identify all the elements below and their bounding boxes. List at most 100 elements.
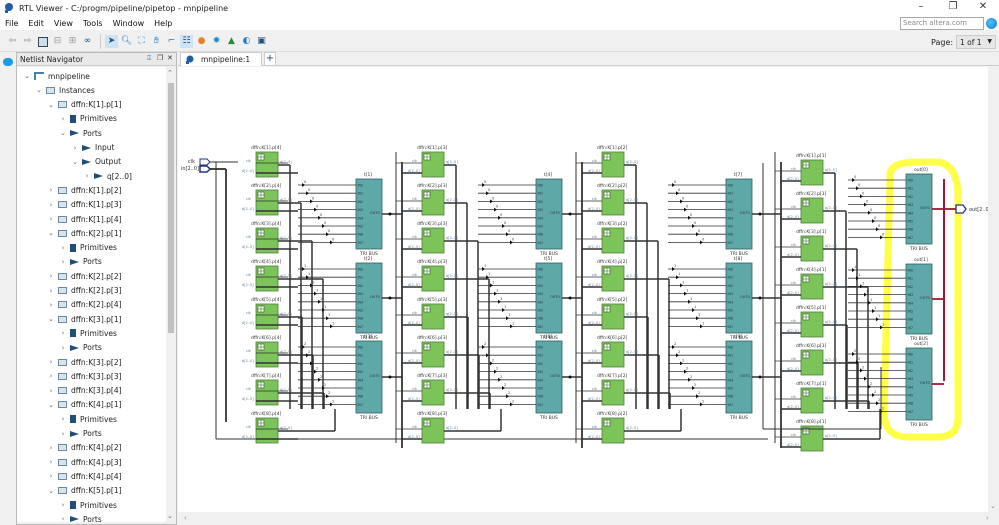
tree-item[interactable]: ›dffn:K[2].p[3] xyxy=(47,284,122,298)
scroll-right-icon[interactable]: › xyxy=(986,514,989,522)
menu-window[interactable]: Window xyxy=(112,18,145,28)
color-icon[interactable]: ● xyxy=(197,36,206,46)
chevron-down-icon[interactable]: ⌄ xyxy=(36,86,42,95)
fit-window-icon[interactable] xyxy=(36,35,49,48)
menu-view[interactable]: View xyxy=(53,18,73,28)
tree-item[interactable]: ›dffn:K[4].p[3] xyxy=(47,455,122,469)
tree-item[interactable]: ›dffn:K[1].p[2] xyxy=(47,183,122,197)
tree-item[interactable]: ›dffn:K[4].p[4] xyxy=(47,469,122,483)
pin-icon[interactable]: ⍗ xyxy=(147,54,152,62)
tree-item[interactable]: ›Primitives xyxy=(59,326,117,340)
close-icon[interactable]: ✕ xyxy=(167,54,173,62)
chevron-right-icon[interactable]: › xyxy=(49,272,53,281)
chevron-right-icon[interactable]: › xyxy=(49,200,53,209)
restore-button[interactable]: ❐ xyxy=(948,1,958,12)
tree-item[interactable]: ›Primitives xyxy=(59,112,117,126)
float-icon[interactable]: ❐ xyxy=(157,54,164,62)
chevron-right-icon[interactable]: › xyxy=(49,458,53,467)
tree-item[interactable]: ›dffn:K[3].p[2] xyxy=(47,355,122,369)
select-icon[interactable]: ➤ xyxy=(105,35,118,48)
scroll-up-icon[interactable]: ⌃ xyxy=(167,69,173,77)
chevron-right-icon[interactable]: › xyxy=(49,286,53,295)
tree-item[interactable]: ›dffn:K[2].p[4] xyxy=(47,298,122,312)
tree-item[interactable]: ⌄Ports xyxy=(59,126,102,140)
forward-icon[interactable]: ⇨ xyxy=(23,36,32,46)
chevron-down-icon[interactable]: ⌄ xyxy=(48,229,54,238)
chevron-down-icon[interactable]: ⌄ xyxy=(48,486,54,495)
tree-item[interactable]: ›dffn:K[2].p[2] xyxy=(47,269,122,283)
chevron-right-icon[interactable]: › xyxy=(61,257,65,266)
tree-item[interactable]: ⌄Output xyxy=(71,155,121,169)
page-select[interactable]: 1 of 1▼ xyxy=(956,35,996,49)
chevron-down-icon[interactable]: ⌄ xyxy=(72,157,78,166)
minimize-button[interactable]: – xyxy=(918,1,924,12)
search-input[interactable]: Search altera.com xyxy=(900,17,984,30)
tree-item[interactable]: ⌄Instances xyxy=(35,83,95,97)
tree-item[interactable]: ›Input xyxy=(71,141,115,155)
tree-item[interactable]: ⌄dffn:K[2].p[1] xyxy=(47,226,121,240)
canvas-vertical-scrollbar[interactable]: ⌄ xyxy=(988,67,999,512)
tree-item[interactable]: ›q[2..0] xyxy=(83,169,132,183)
chat-icon[interactable] xyxy=(3,58,13,66)
tree-item[interactable]: ⌄mnpipeline xyxy=(23,69,90,83)
tree-item[interactable]: ›Primitives xyxy=(59,498,117,512)
chevron-right-icon[interactable]: › xyxy=(61,501,65,509)
chevron-right-icon[interactable]: › xyxy=(49,215,53,223)
back-icon[interactable]: ⇦ xyxy=(8,36,17,46)
chevron-right-icon[interactable]: › xyxy=(61,243,65,252)
chevron-right-icon[interactable]: › xyxy=(61,515,65,522)
chevron-down-icon[interactable]: ⌄ xyxy=(48,315,54,324)
settings-icon[interactable]: ✹ xyxy=(212,36,221,46)
chevron-right-icon[interactable]: › xyxy=(61,329,65,338)
canvas-horizontal-scrollbar[interactable]: ‹ › xyxy=(178,512,999,525)
filter-icon[interactable]: ◐ xyxy=(242,36,251,46)
zoom-icon[interactable]: 🔍︎ xyxy=(120,36,133,46)
chevron-right-icon[interactable]: › xyxy=(49,358,53,366)
menu-tools[interactable]: Tools xyxy=(82,18,103,28)
chevron-right-icon[interactable]: › xyxy=(85,172,89,181)
tree-item[interactable]: ›dffn:K[1].p[4] xyxy=(47,212,122,226)
chevron-down-icon[interactable]: ⌄ xyxy=(24,72,30,80)
tree-item[interactable]: ⌄dffn:K[4].p[1] xyxy=(47,398,121,412)
layer-icon[interactable]: ▲ xyxy=(228,36,235,46)
tree-item[interactable]: ⌄dffn:K[5].p[1] xyxy=(47,484,121,498)
chevron-right-icon[interactable]: › xyxy=(49,472,53,481)
chevron-right-icon[interactable]: › xyxy=(49,186,53,195)
expand-icon[interactable]: ⊞ xyxy=(68,36,77,46)
chevron-down-icon[interactable]: ⌄ xyxy=(60,129,66,138)
scroll-left-icon[interactable]: ‹ xyxy=(184,514,187,522)
chevron-down-icon[interactable]: ⌄ xyxy=(48,400,54,409)
navigator-scrollbar[interactable]: ⌃ ⌄ xyxy=(166,67,176,522)
hierarchy-icon[interactable]: ☷ xyxy=(180,35,193,48)
menu-edit[interactable]: Edit xyxy=(28,18,44,28)
chevron-right-icon[interactable]: › xyxy=(61,415,65,424)
tab-mnpipeline[interactable]: mnpipeline:1 xyxy=(180,52,262,66)
close-button[interactable]: ✕ xyxy=(978,1,988,12)
find-icon[interactable]: ∞ xyxy=(83,36,92,46)
hand-icon[interactable]: ✋︎ xyxy=(153,36,160,46)
export-icon[interactable]: ▣ xyxy=(257,36,266,46)
scroll-down-icon[interactable]: ⌄ xyxy=(167,512,173,520)
tree-item[interactable]: ›dffn:K[3].p[4] xyxy=(47,384,122,398)
scroll-down-icon[interactable]: ⌄ xyxy=(990,502,996,510)
chevron-right-icon[interactable]: › xyxy=(49,300,53,309)
chevron-right-icon[interactable]: › xyxy=(73,143,77,152)
tree-item[interactable]: ›Ports xyxy=(59,255,102,269)
chevron-right-icon[interactable]: › xyxy=(49,443,53,452)
chevron-right-icon[interactable]: › xyxy=(61,114,65,123)
tree-item[interactable]: ›dffn:K[1].p[3] xyxy=(47,198,122,212)
tree-item[interactable]: ›Ports xyxy=(59,427,102,441)
tree-item[interactable]: ›Ports xyxy=(59,512,102,522)
full-screen-icon[interactable]: ⛶ xyxy=(138,36,145,46)
tree-item[interactable]: ⌄dffn:K[3].p[1] xyxy=(47,312,121,326)
collapse-icon[interactable]: ⊟ xyxy=(53,36,62,46)
chevron-right-icon[interactable]: › xyxy=(49,386,53,395)
chevron-right-icon[interactable]: › xyxy=(61,429,65,438)
tree-item[interactable]: ›dffn:K[3].p[3] xyxy=(47,369,122,383)
menu-help[interactable]: Help xyxy=(154,18,173,28)
tree-item[interactable]: ›Ports xyxy=(59,341,102,355)
add-tab-button[interactable]: + xyxy=(264,52,276,66)
chevron-down-icon[interactable]: ⌄ xyxy=(48,100,54,109)
tree-item[interactable]: ›Primitives xyxy=(59,241,117,255)
